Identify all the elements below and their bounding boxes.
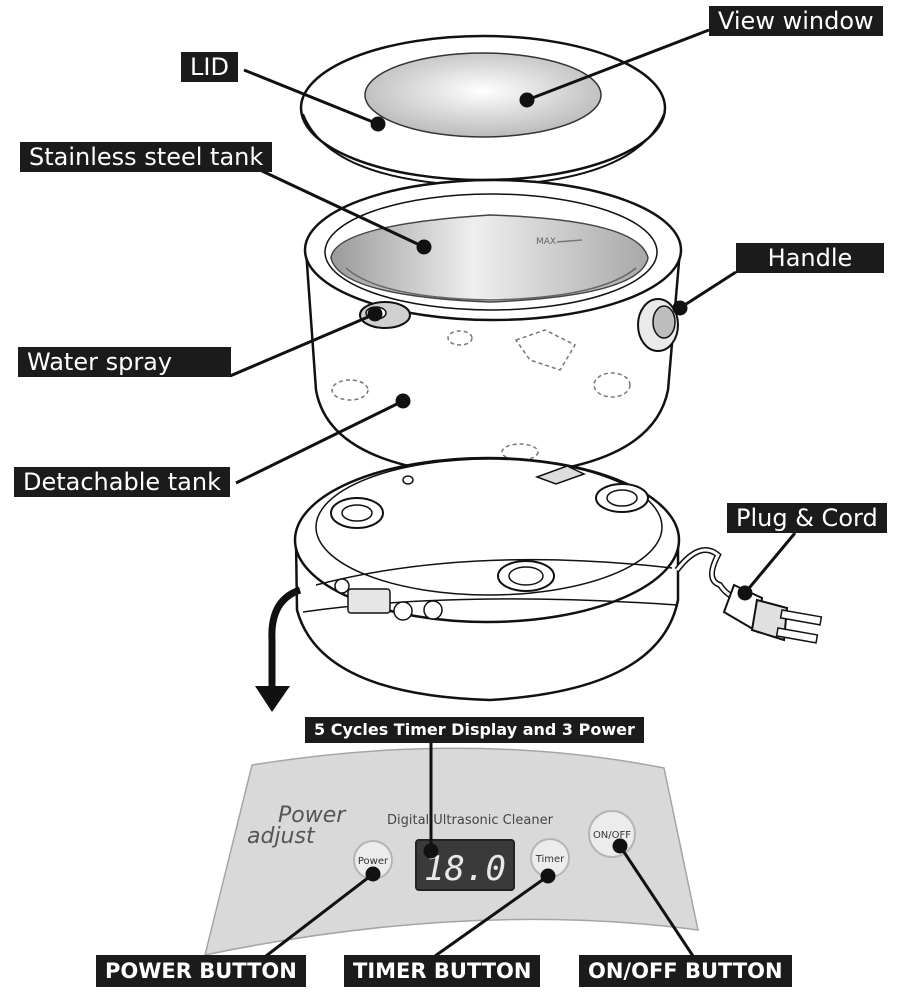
water-spray: [359, 301, 411, 329]
label-handle: Handle: [736, 243, 884, 273]
leader-lines: [229, 28, 797, 958]
timer-display: 18.0: [415, 839, 515, 891]
svg-text:Timer: Timer: [535, 854, 565, 865]
label-timer-display: 5 Cycles Timer Display and 3 Power: [305, 717, 644, 743]
power-adjust-logo-line1: Power: [278, 803, 347, 828]
label-view-window: View window: [709, 6, 883, 36]
power-adjust-logo-line2: adjust: [247, 824, 316, 849]
detachable-tank: MAX: [303, 178, 683, 478]
label-lid: LID: [181, 52, 238, 82]
product-name: Digital Ultrasonic Cleaner: [387, 813, 554, 828]
view-window: [364, 52, 602, 138]
svg-text:18.0: 18.0: [424, 849, 506, 889]
lid: [299, 34, 667, 188]
label-onoff-button: ON/OFF BUTTON: [579, 955, 792, 987]
label-detachable-tank: Detachable tank: [14, 467, 230, 497]
zoom-arrow: [255, 586, 302, 712]
base-unit: [293, 456, 681, 702]
svg-text:ON/OFF: ON/OFF: [593, 830, 631, 841]
onoff-key: ON/OFF: [588, 810, 636, 858]
label-stainless-steel-tank: Stainless steel tank: [20, 142, 273, 172]
stainless-steel-tank: MAX: [330, 214, 649, 303]
tank-max-mark: MAX: [536, 237, 556, 247]
label-plug-cord: Plug & Cord: [727, 503, 887, 533]
handle: [637, 298, 679, 352]
label-power-button: POWER BUTTON: [96, 955, 306, 987]
timer-key: Timer: [530, 838, 570, 878]
svg-text:Power: Power: [358, 856, 389, 867]
label-water-spray: Water spray: [18, 347, 231, 377]
plug-and-cord: [674, 547, 823, 644]
label-timer-button: TIMER BUTTON: [344, 955, 541, 987]
control-panel: Power adjust Digital Ultrasonic Cleaner …: [203, 747, 699, 956]
